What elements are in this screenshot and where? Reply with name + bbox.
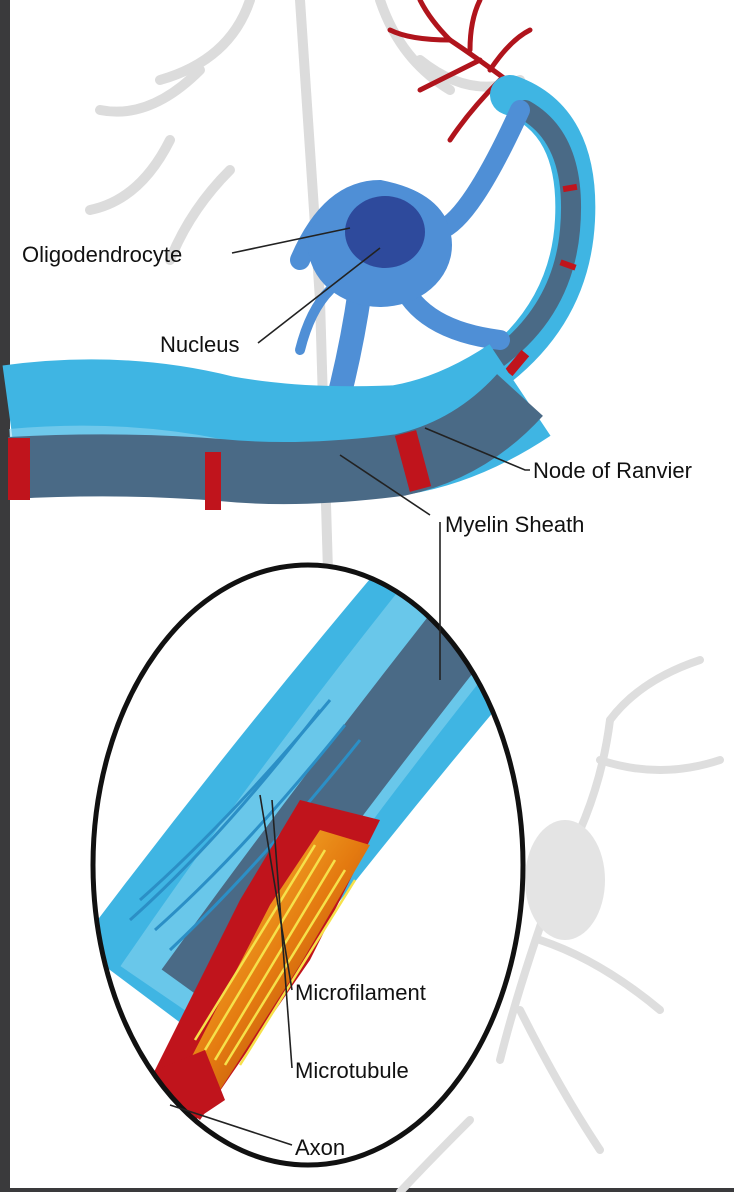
label-myelin-sheath: Myelin Sheath — [445, 512, 584, 537]
nucleus-shape — [345, 196, 425, 268]
label-microfilament: Microfilament — [295, 980, 426, 1005]
node-main-middle — [205, 452, 221, 510]
label-microtubule: Microtubule — [295, 1058, 409, 1083]
label-nucleus: Nucleus — [160, 332, 239, 357]
label-node-of-ranvier: Node of Ranvier — [533, 458, 692, 483]
label-oligodendrocyte: Oligodendrocyte — [22, 242, 182, 267]
label-axon: Axon — [295, 1135, 345, 1160]
node-main-left — [8, 438, 30, 500]
background-soma — [525, 820, 605, 940]
